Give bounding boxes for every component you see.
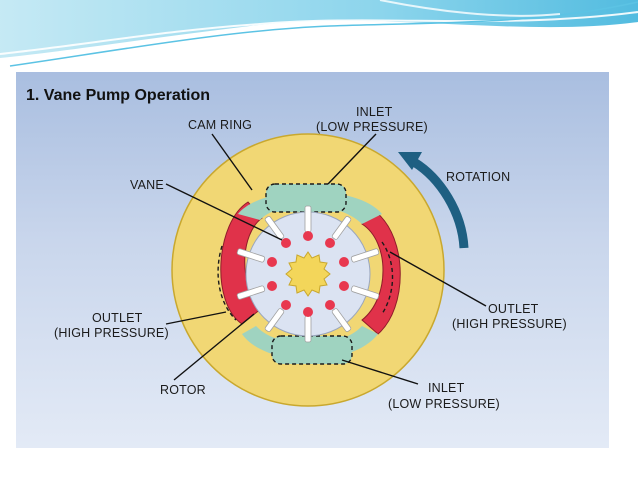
label-outlet-left-line2: (HIGH PRESSURE): [54, 326, 169, 340]
leader-cam-ring: [211, 133, 253, 191]
leader-outlet-right: [389, 251, 487, 307]
port-dot: [339, 281, 349, 291]
label-inlet-bottom-line1: INLET: [428, 381, 465, 395]
inlet-zone-top: [238, 183, 382, 224]
port-dot: [325, 238, 335, 248]
label-outlet-right-line2: (HIGH PRESSURE): [452, 317, 567, 331]
vane-pump-diagram: 1. Vane Pump Operation: [26, 87, 567, 411]
port-dot: [267, 281, 277, 291]
vane-slot: [350, 285, 380, 300]
port-dot: [325, 300, 335, 310]
rotation-arrow: [398, 152, 469, 249]
figure-title: 1. Vane Pump Operation: [26, 87, 210, 104]
leader-lines: [165, 133, 487, 385]
label-vane: VANE: [130, 178, 164, 192]
label-inlet-top-line1: INLET: [356, 105, 393, 119]
vanes: [236, 205, 380, 343]
shaft-gear: [285, 251, 331, 297]
vane-slot: [304, 205, 312, 233]
leader-outlet-left: [165, 311, 227, 325]
vane-slot: [264, 215, 285, 240]
port-dot: [303, 307, 313, 317]
label-cam-ring: CAM RING: [188, 118, 252, 132]
outlet-zone-right: [361, 211, 401, 335]
vane-slot: [236, 285, 266, 300]
label-outlet-right-line1: OUTLET: [488, 302, 539, 316]
vane-slot: [236, 248, 266, 263]
header-wave-decoration: [0, 0, 638, 67]
port-dot: [339, 257, 349, 267]
leader-inlet-top: [327, 133, 377, 185]
leader-vane: [165, 183, 283, 241]
label-rotation: ROTATION: [446, 170, 510, 184]
leader-rotor: [173, 313, 255, 381]
figure-panel: 1. Vane Pump Operation: [16, 72, 609, 448]
port-dot: [281, 300, 291, 310]
port-dot: [267, 257, 277, 267]
port-dots: [267, 231, 349, 317]
vane-slot: [331, 308, 352, 333]
port-dot: [281, 238, 291, 248]
vane-slot: [350, 248, 380, 263]
label-outlet-left-line1: OUTLET: [92, 311, 143, 325]
label-inlet-bottom-line2: (LOW PRESSURE): [388, 397, 500, 411]
label-rotor: ROTOR: [160, 383, 206, 397]
port-dot: [303, 231, 313, 241]
vane-slot: [264, 308, 285, 333]
vane-slot: [304, 315, 312, 343]
label-inlet-top-line2: (LOW PRESSURE): [316, 120, 428, 134]
leader-inlet-bottom: [341, 359, 419, 385]
vane-slot: [331, 215, 352, 240]
